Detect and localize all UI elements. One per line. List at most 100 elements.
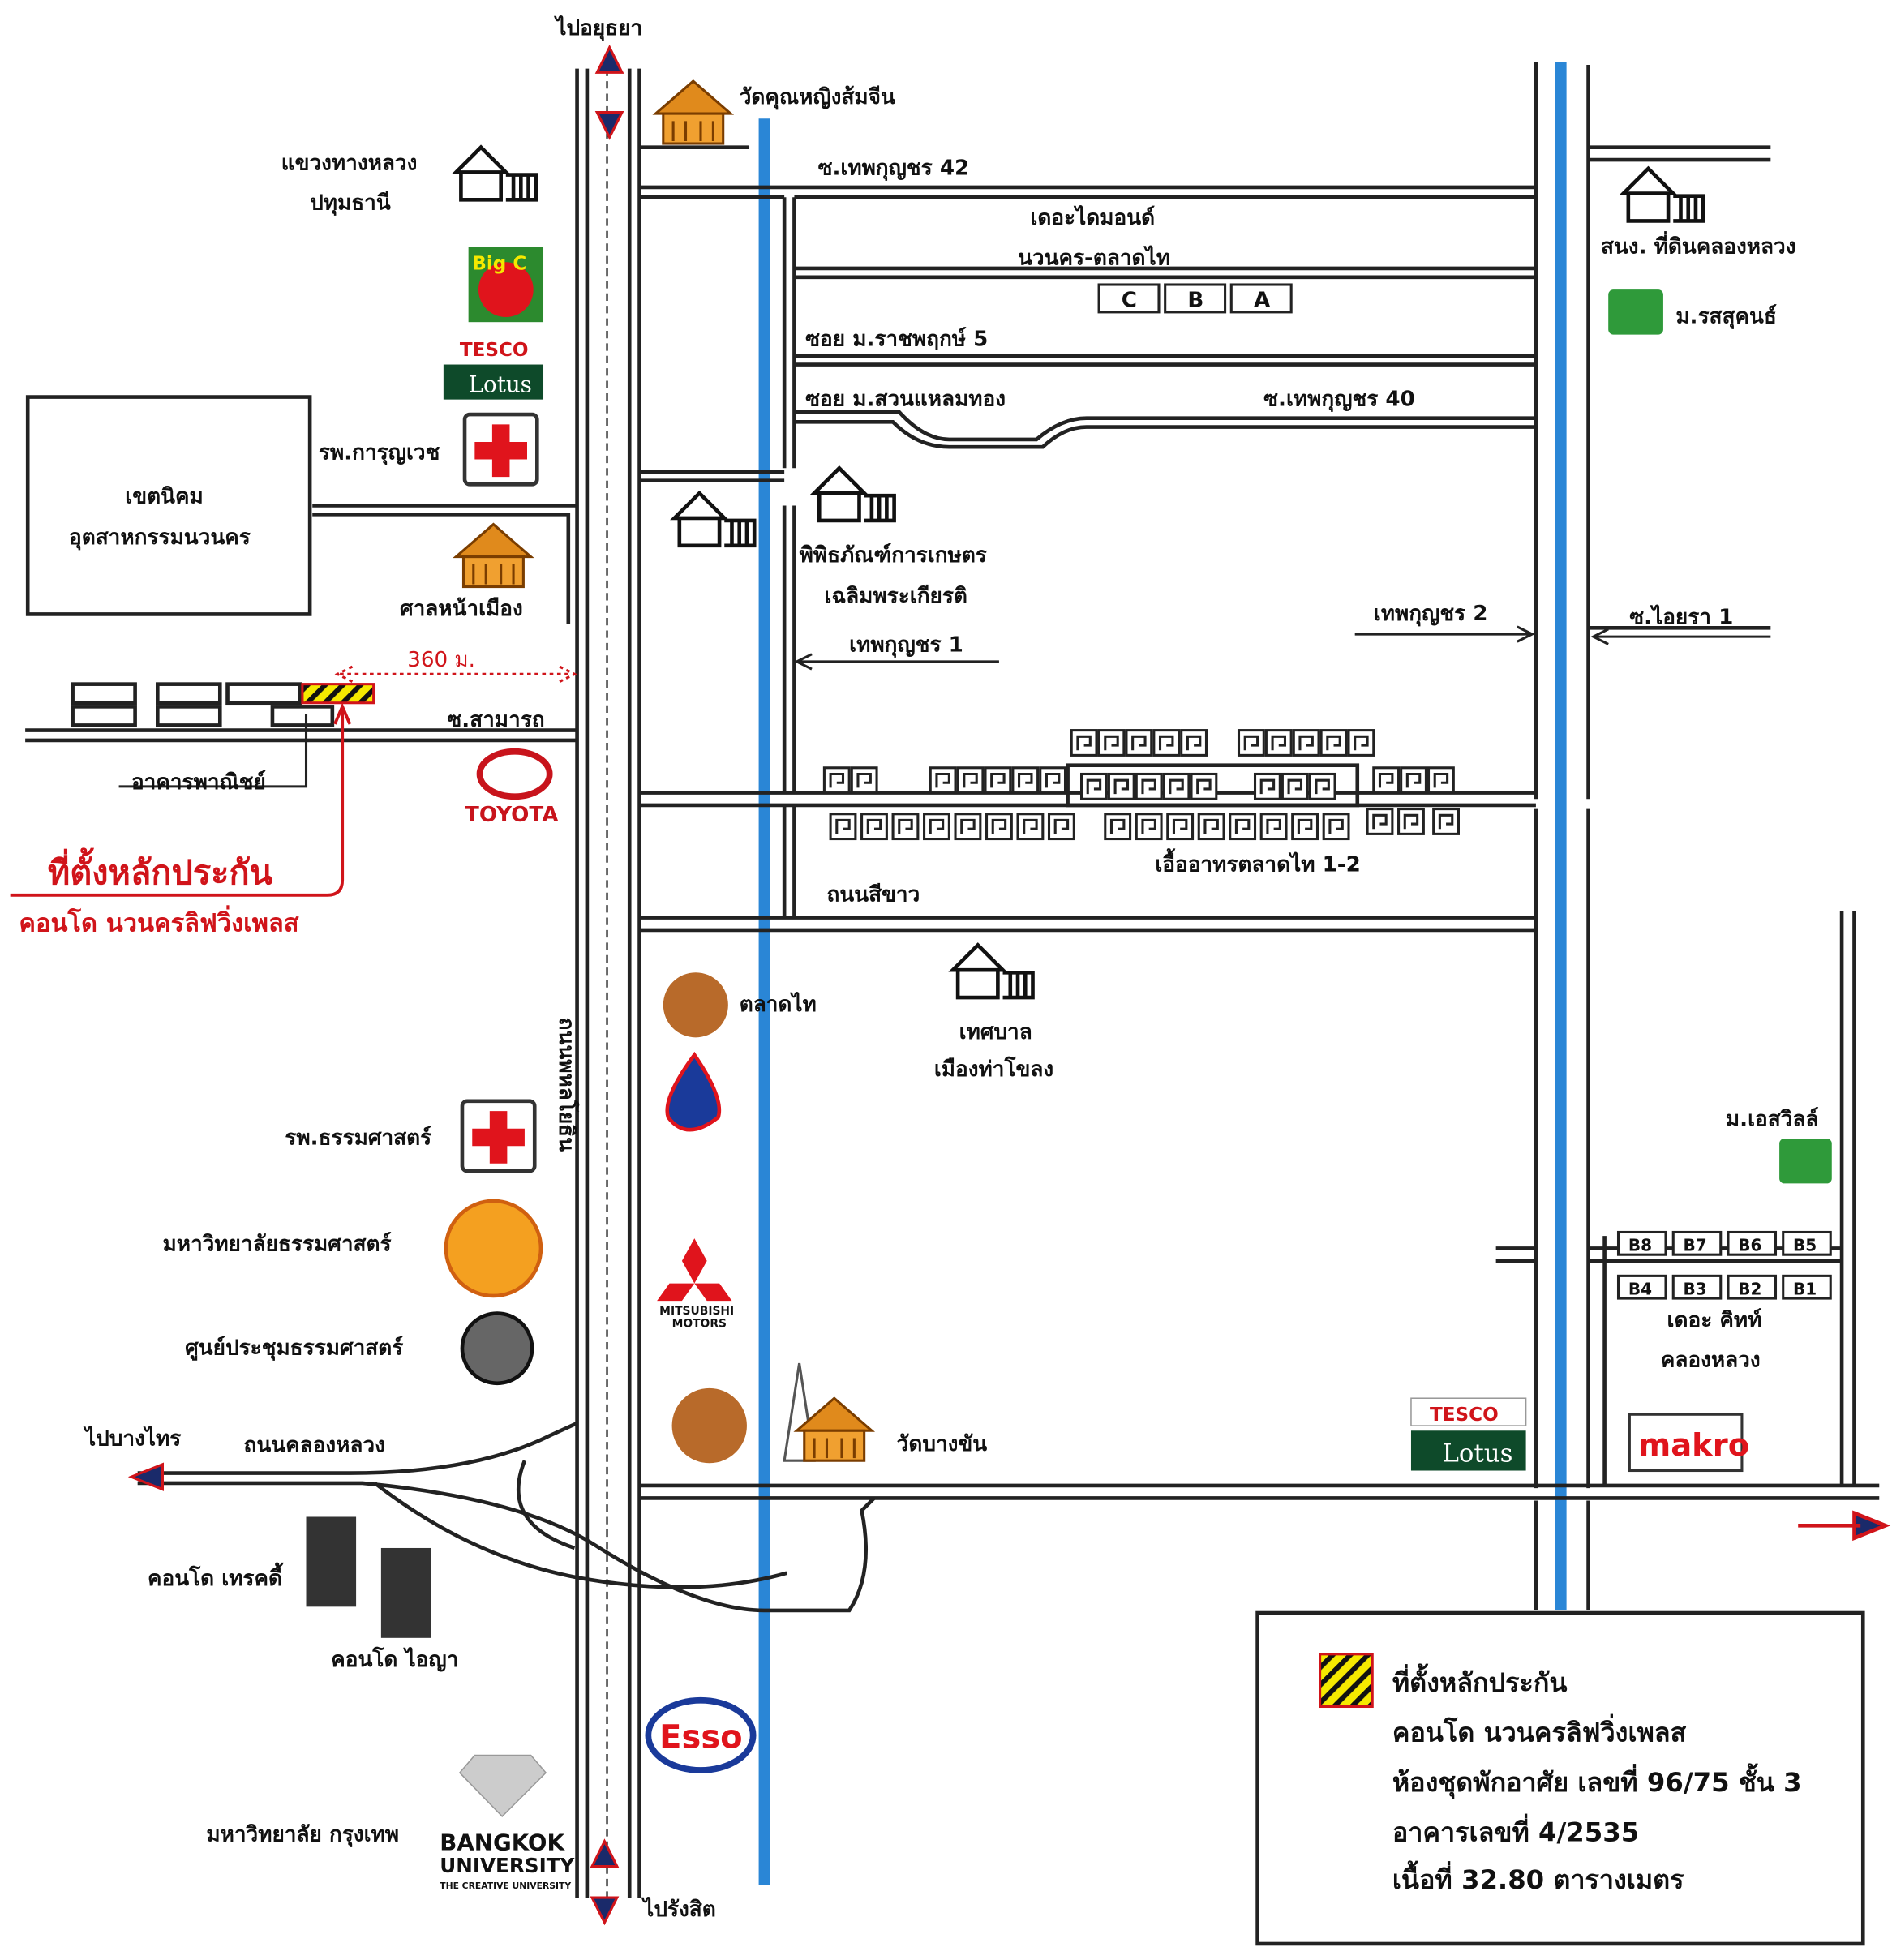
shrine-icon [454,523,533,589]
land-office-icon [1624,169,1704,221]
municipality-line1: เทศบาล [959,1020,1032,1044]
svg-text:THE CREATIVE UNIVERSITY: THE CREATIVE UNIVERSITY [440,1881,571,1891]
road-soi-40: ซ.เทพกุญชร 40 [1263,387,1415,412]
legend-line-1: ที่ตั้งหลักประกัน [1392,1663,1568,1698]
bigc-logo: Big C [468,247,544,323]
east-arrow-icon [1798,1510,1891,1542]
museum-icon [814,468,895,521]
arrow-thepkunchon-2 [1354,625,1535,643]
local-roads [25,145,1880,1613]
toyota-logo: TOYOTA [465,748,559,827]
direction-west: ไปบางไทร [83,1426,181,1452]
road-samarth: ซ.สามารถ [447,708,544,732]
navanakorn-line2: อุตสาหกรรมนวนคร [69,525,251,551]
market-icon [671,1387,747,1464]
svg-text:B8: B8 [1628,1236,1652,1255]
road-si-khao: ถนนสีขาว [826,883,920,907]
bangkok-univ-logo: BANGKOK UNIVERSITY THE CREATIVE UNIVERSI… [440,1754,576,1891]
svg-text:TESCO: TESCO [1430,1405,1499,1426]
road-soi-42: ซ.เทพกุญชร 42 [818,157,970,182]
legend-line-3: ห้องชุดพักอาศัย เลขที่ 96/75 ชั้น 3 [1392,1763,1802,1799]
distance-arrow [334,665,577,683]
market-icon [663,972,728,1038]
ua-arthorn-buildings [822,729,1461,841]
road-khlong-luang: ถนนคลองหลวง [244,1433,385,1457]
svg-text:B2: B2 [1738,1279,1761,1298]
ptt-logo [665,1051,722,1132]
thammasat-hospital-label: รพ.ธรรมศาสตร์ [285,1126,431,1151]
collateral-pointer [10,702,352,897]
phahonyothin-road [575,68,641,1898]
building-icon [456,148,536,200]
diamond-line2: นวนคร-ตลาดไท [1018,244,1170,270]
diamond-buildings: C B A [1097,283,1293,314]
svg-text:Esso: Esso [659,1718,742,1756]
hospital-icon [462,1101,534,1171]
svg-text:Big C: Big C [472,254,526,275]
legend-line-2: คอนโด นวนครลิฟวิ่งเพลส [1392,1714,1687,1748]
svg-text:TESCO: TESCO [460,340,529,361]
legend-line-4: อาคารเลขที่ 4/2535 [1392,1814,1639,1848]
museum-line2: เฉลิมพระเกียรติ [824,585,967,609]
svg-text:Lotus: Lotus [469,371,532,397]
direction-north: ไปอยุธยา [553,15,642,41]
municipality-line2: เมืองท่าโขลง [934,1056,1053,1082]
direction-south: ไปรังสิต [641,1896,716,1922]
legend-collateral-swatch [1319,1653,1374,1709]
municipality-icon [953,945,1033,997]
svg-text:B3: B3 [1684,1279,1707,1298]
wat-bangkhan-label: วัดบางขัน [897,1432,988,1456]
convention-icon [460,1311,534,1386]
temple-icon [654,79,732,145]
east-road [1534,62,1590,1610]
svg-text:UNIVERSITY: UNIVERSITY [440,1854,575,1877]
svg-text:B5: B5 [1793,1236,1817,1255]
svg-text:B: B [1187,289,1203,313]
distance-label: 360 ม. [407,648,475,672]
collateral-title: ที่ตั้งหลักประกัน [48,847,273,892]
svg-text:B4: B4 [1628,1279,1652,1298]
road-thepkunchon-1: เทพกุญชร 1 [849,633,963,658]
makro-logo: makro [1628,1413,1749,1473]
talad-thai-label: ตลาดไท [740,991,817,1017]
thammasat-logo [444,1199,543,1298]
arrow-aiyara-1 [1590,628,1771,645]
bangkok-univ-label: มหาวิทยาลัย กรุงเทพ [206,1823,399,1848]
svg-text:C: C [1122,289,1137,313]
north-arrow-icon [594,45,624,140]
tesco-lotus-logo: TESCO Lotus [443,340,544,400]
navanakorn-area [25,395,312,616]
building-icon [675,493,755,546]
condo-aiya-label: คอนโด ไอญา [331,1646,458,1672]
collateral-subtitle: คอนโด นวนครลิฟวิ่งเพลส [19,904,298,937]
tesco-lotus-logo: TESCO Lotus [1410,1397,1527,1471]
collateral-marker [301,683,375,705]
convention-label: ศูนย์ประชุมธรรมศาสตร์ [185,1335,403,1361]
condo-trendy-label: คอนโด เทรคดี้ [148,1562,284,1591]
esso-logo: Esso [645,1696,757,1773]
shrine-label: ศาลหน้าเมือง [400,597,523,621]
svg-text:Lotus: Lotus [1442,1439,1512,1469]
condo-aiya-icon [380,1547,431,1638]
road-thepkunchon-2: เทพกุญชร 2 [1374,602,1488,627]
rossukon-label: ม.รสสุคนธ์ [1675,304,1776,330]
s-ville-label: ม.เอสวิลล์ [1726,1107,1819,1132]
svg-text:B6: B6 [1738,1236,1761,1255]
commercial-leader [118,714,308,788]
commercial-buildings [71,682,335,727]
village-icon [1608,289,1663,335]
village-icon [1779,1139,1832,1184]
wat-somjin-label: วัดคุณหญิงส้มจีน [740,85,895,110]
svg-text:MOTORS: MOTORS [672,1317,727,1330]
south-arrow-icon [590,1838,620,1926]
svg-text:BANGKOK: BANGKOK [440,1829,565,1856]
navanakorn-line1: เขตนิคม [125,484,203,508]
ua-arthorn-label: เอื้ออาทรตลาดไท 1-2 [1155,848,1361,877]
kitt-buildings: B8 B7 B6 B5 B4 B3 B2 B1 [1616,1230,1832,1300]
svg-text:makro: makro [1638,1427,1749,1464]
west-arrow-icon [127,1462,165,1491]
land-office-label: สนง. ที่ดินคลองหลวง [1601,231,1796,259]
temple-icon [795,1396,873,1462]
svg-text:A: A [1254,289,1271,313]
